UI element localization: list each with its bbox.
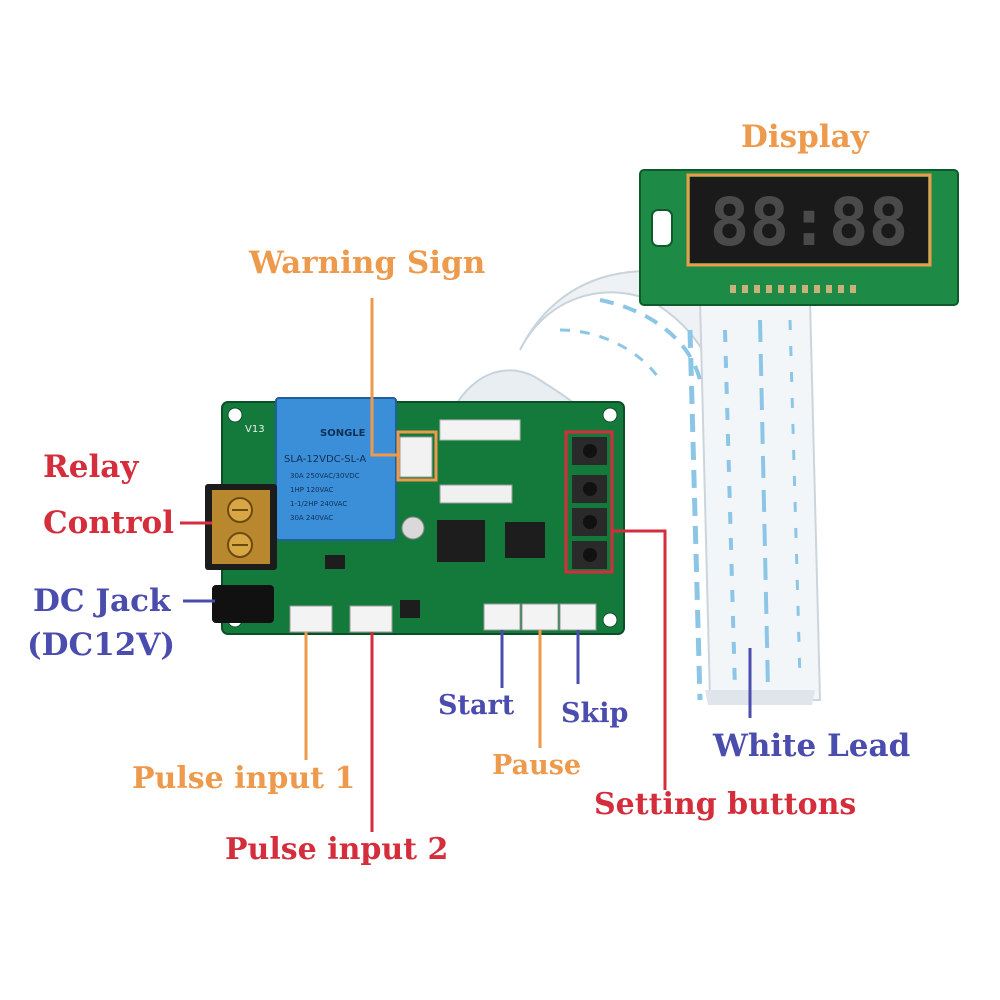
relay-spec-2: 1HP 120VAC bbox=[290, 486, 334, 494]
skip-connector bbox=[559, 603, 597, 631]
dc-jack bbox=[212, 585, 274, 623]
relay-spec-4: 30A 240VAC bbox=[290, 514, 333, 522]
relay: SONGLE SLA-12VDC-SL-A 30A 250VAC/30VDC 1… bbox=[275, 397, 397, 541]
pause-label: Pause bbox=[492, 750, 582, 781]
start-label: Start bbox=[438, 690, 515, 721]
callout-lines bbox=[180, 298, 752, 832]
display-board: 88:88 bbox=[639, 169, 959, 306]
relay-control-label-line1: Relay bbox=[43, 449, 139, 485]
relay-spec-3: 1-1/2HP 240VAC bbox=[290, 500, 347, 508]
setting-buttons-label: Setting buttons bbox=[594, 787, 857, 822]
white-lead-label: White Lead bbox=[713, 728, 911, 764]
pulse-input-1-connector bbox=[289, 605, 333, 633]
relay-spec-1: 30A 250VAC/30VDC bbox=[290, 472, 360, 480]
warning-sign-label: Warning Sign bbox=[249, 245, 486, 281]
capacitor bbox=[401, 516, 425, 540]
chip-2 bbox=[505, 522, 545, 558]
relay-model: SLA-12VDC-SL-A bbox=[284, 454, 366, 465]
display-label: Display bbox=[741, 119, 869, 155]
relay-control-label-line2: Control bbox=[43, 505, 174, 541]
display-digits: 88:88 bbox=[710, 184, 909, 261]
relay-terminal-block bbox=[205, 484, 277, 570]
dc-jack-label-line1: DC Jack bbox=[33, 583, 171, 619]
ribbon-header bbox=[439, 484, 513, 504]
warning-sign-callout bbox=[370, 298, 400, 457]
board-version: V13 bbox=[245, 424, 265, 435]
pulse-input-2-label: Pulse input 2 bbox=[225, 832, 449, 867]
skip-label: Skip bbox=[561, 698, 629, 729]
main-pcb: V13 SONGLE SLA-12VDC-SL-A 30A 250VAC/30V… bbox=[205, 397, 625, 635]
setting-buttons-callout bbox=[612, 529, 667, 790]
dc-jack-label-line2: (DC12V) bbox=[27, 627, 176, 663]
chip-1 bbox=[437, 520, 485, 562]
pulse-input-1-label: Pulse input 1 bbox=[132, 761, 356, 796]
pause-connector bbox=[521, 603, 559, 631]
setting-buttons bbox=[564, 430, 614, 574]
warning-sign-connector bbox=[399, 436, 433, 478]
start-connector bbox=[483, 603, 521, 631]
pulse-input-2-connector bbox=[349, 605, 393, 633]
relay-brand: SONGLE bbox=[320, 428, 366, 439]
